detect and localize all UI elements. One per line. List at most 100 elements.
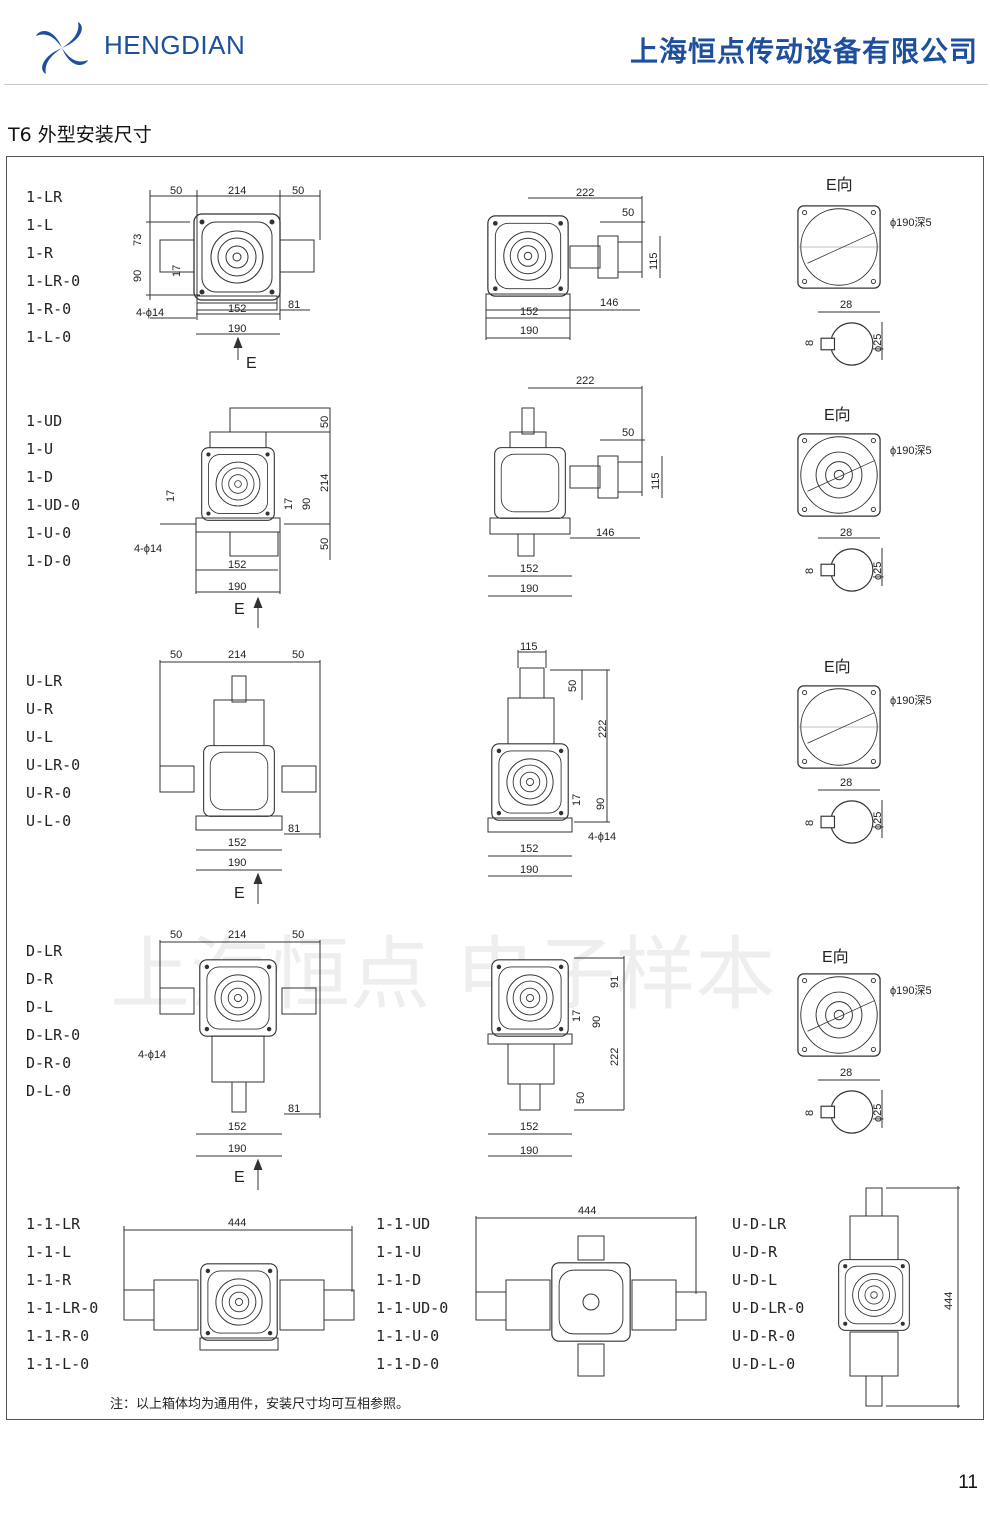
dim-label: 115 <box>520 641 538 653</box>
dim-label: 152 <box>228 303 246 315</box>
model-code: 1-D <box>26 468 54 486</box>
dim-label: 444 <box>228 1217 246 1229</box>
dim-label: 152 <box>520 1121 538 1133</box>
header-divider <box>4 84 988 85</box>
company-name: 上海恒点传动设备有限公司 <box>629 35 978 68</box>
model-list-group-1: 1-LR 1-L 1-R 1-LR-0 1-R-0 1-L-0 <box>26 183 80 351</box>
model-code: 1-1-U-0 <box>376 1327 440 1345</box>
dim-label: 50 <box>170 929 182 941</box>
dim-label: 50 <box>170 185 182 197</box>
model-code: U-D-R <box>732 1243 778 1261</box>
model-code: 1-1-L-0 <box>26 1355 90 1373</box>
dim-label: 73 <box>132 234 144 246</box>
model-code: 1-1-D <box>376 1271 422 1289</box>
dim-label: 28 <box>840 777 852 789</box>
model-code: 1-1-L <box>26 1243 72 1261</box>
model-code: 1-L <box>26 216 54 234</box>
dim-label: 50 <box>622 207 634 219</box>
e-direction-label: E <box>246 355 257 372</box>
model-code: U-L-0 <box>26 812 72 830</box>
dim-label: 4-ϕ14 <box>136 307 164 319</box>
dim-label: 190 <box>228 581 246 593</box>
dim-label: 190 <box>520 583 538 595</box>
dim-label: 17 <box>283 498 295 510</box>
model-code: D-R-0 <box>26 1054 72 1072</box>
dim-label: 8 <box>804 340 816 346</box>
dim-label: 90 <box>132 270 144 282</box>
brand-name: HENGDIAN <box>104 30 246 60</box>
dim-label: 28 <box>840 1067 852 1079</box>
e-direction-label: E <box>234 1169 245 1186</box>
model-code: 1-1-R <box>26 1271 72 1289</box>
dim-label: 444 <box>578 1205 596 1217</box>
dim-label: 50 <box>170 649 182 661</box>
dim-label: 81 <box>288 823 300 835</box>
dim-label: 17 <box>571 1010 583 1022</box>
model-code: U-L <box>26 728 54 746</box>
model-code: D-LR-0 <box>26 1026 81 1044</box>
model-code: U-LR-0 <box>26 756 81 774</box>
dim-label: 190 <box>228 1143 246 1155</box>
e-direction-label: E <box>234 601 245 618</box>
drawing-frame <box>6 156 984 1420</box>
model-code: D-LR <box>26 942 63 960</box>
e-view-title: E向 <box>822 948 849 966</box>
model-code: U-R <box>26 700 54 718</box>
dim-label: 91 <box>609 976 621 988</box>
model-code: U-D-L <box>732 1271 778 1289</box>
dim-label: ϕ190深5 <box>890 984 932 997</box>
model-code: 1-1-R-0 <box>26 1327 90 1345</box>
dim-label: 28 <box>840 299 852 311</box>
dim-label: 115 <box>648 252 660 270</box>
dim-label: 214 <box>228 649 246 661</box>
dim-label: 190 <box>520 864 538 876</box>
dim-label: 152 <box>520 306 538 318</box>
dim-label: 8 <box>804 568 816 574</box>
dim-label: ϕ190深5 <box>890 444 932 457</box>
dim-label: 444 <box>943 1292 955 1310</box>
model-code: U-D-LR-0 <box>732 1299 805 1317</box>
model-code: 1-U-0 <box>26 524 72 542</box>
model-code: 1-1-UD <box>376 1215 431 1233</box>
model-code: D-L-0 <box>26 1082 72 1100</box>
model-code: 1-1-LR-0 <box>26 1299 99 1317</box>
dim-label: 4-ϕ14 <box>134 543 162 555</box>
dim-label: 152 <box>520 843 538 855</box>
dim-label: 146 <box>600 297 618 309</box>
dim-label: 152 <box>228 837 246 849</box>
dim-label: 17 <box>171 265 183 277</box>
dim-label: 4-ϕ14 <box>588 831 616 843</box>
dim-label: 17 <box>571 794 583 806</box>
e-direction-label: E <box>234 885 245 902</box>
model-list-bottom-1: 1-1-LR 1-1-L 1-1-R 1-1-LR-0 1-1-R-0 1-1-… <box>26 1210 98 1378</box>
dim-label: 190 <box>520 325 538 337</box>
model-code: 1-UD <box>26 412 63 430</box>
dim-label: 190 <box>520 1145 538 1157</box>
dim-label: 152 <box>228 1121 246 1133</box>
dim-label: 90 <box>591 1016 603 1028</box>
dim-label: 222 <box>609 1048 621 1066</box>
logo-icon <box>36 22 88 74</box>
model-code: 1-D-0 <box>26 552 72 570</box>
model-code: 1-1-U <box>376 1243 422 1261</box>
e-view-title: E向 <box>826 176 853 194</box>
dim-label: ϕ25 <box>872 562 884 580</box>
dim-label: 222 <box>576 375 594 387</box>
dim-label: 81 <box>288 299 300 311</box>
dim-label: 214 <box>319 474 331 492</box>
model-code: U-R-0 <box>26 784 72 802</box>
dim-label: 115 <box>650 472 662 490</box>
dim-label: 152 <box>520 563 538 575</box>
dim-label: 190 <box>228 857 246 869</box>
model-code: 1-U <box>26 440 54 458</box>
dim-label: 81 <box>288 1103 300 1115</box>
dim-label: 214 <box>228 185 246 197</box>
dim-label: 28 <box>840 527 852 539</box>
dim-label: 222 <box>597 720 609 738</box>
dim-label: 50 <box>622 427 634 439</box>
dim-label: 17 <box>165 490 177 502</box>
e-view-title: E向 <box>824 406 851 424</box>
model-code: 1-LR-0 <box>26 272 81 290</box>
model-code: U-LR <box>26 672 63 690</box>
dim-label: 146 <box>596 527 614 539</box>
